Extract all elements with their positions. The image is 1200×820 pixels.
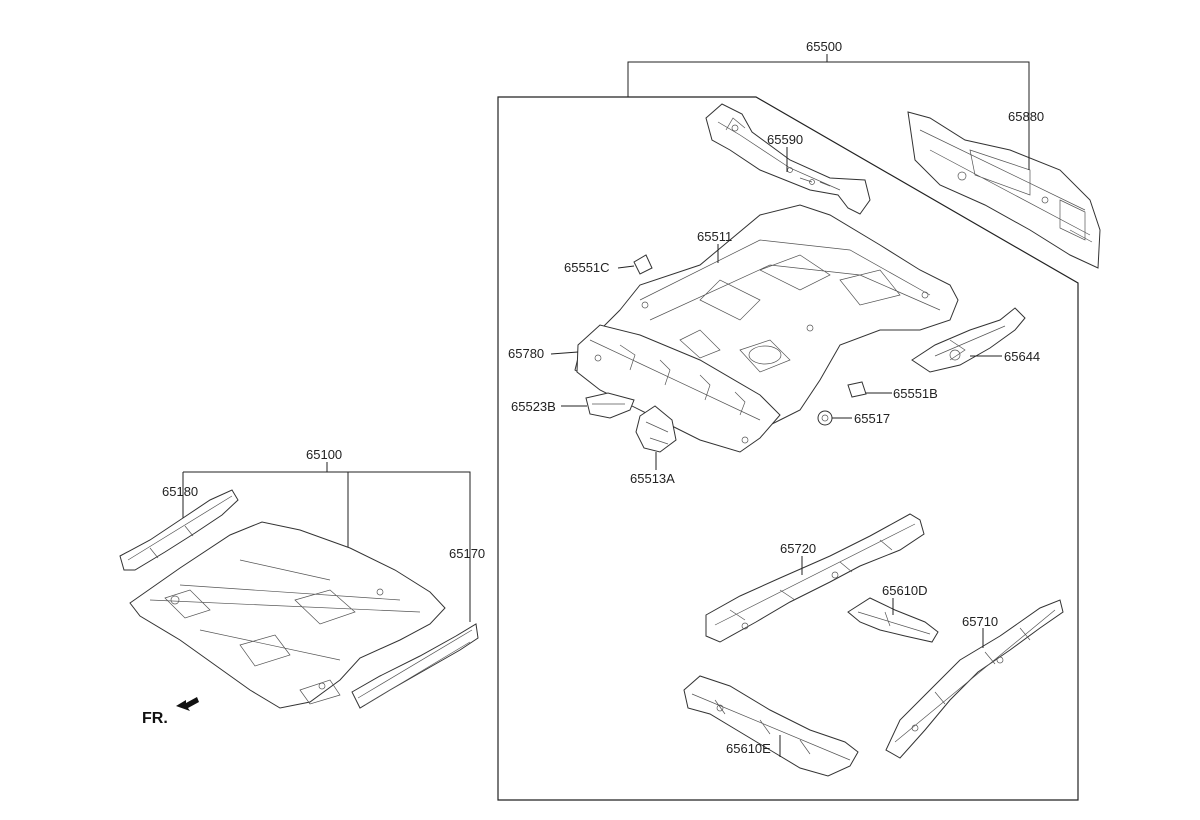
label-65551B: 65551B bbox=[893, 386, 938, 401]
label-65551C: 65551C bbox=[564, 260, 610, 275]
label-65610D: 65610D bbox=[882, 583, 928, 598]
label-65180: 65180 bbox=[162, 484, 198, 499]
part-65551B[interactable] bbox=[847, 381, 867, 398]
label-65513A: 65513A bbox=[630, 471, 675, 486]
part-65610D[interactable] bbox=[847, 597, 939, 643]
part-65180[interactable] bbox=[119, 489, 239, 571]
part-65780[interactable] bbox=[576, 324, 781, 453]
part-65551C[interactable] bbox=[633, 254, 653, 275]
direction-label: FR. bbox=[142, 710, 168, 727]
label-65511: 65511 bbox=[697, 229, 732, 244]
part-65720[interactable] bbox=[705, 513, 925, 643]
part-65100-floor[interactable] bbox=[129, 521, 446, 709]
label-65590: 65590 bbox=[767, 132, 803, 147]
label-65523B: 65523B bbox=[511, 399, 556, 414]
label-65880: 65880 bbox=[1008, 109, 1044, 124]
label-65710: 65710 bbox=[962, 614, 998, 629]
label-65720: 65720 bbox=[780, 541, 816, 556]
label-65170: 65170 bbox=[449, 546, 485, 561]
part-65517[interactable] bbox=[817, 410, 833, 426]
part-65513A[interactable] bbox=[635, 405, 677, 453]
part-65880[interactable] bbox=[907, 111, 1101, 269]
part-65644[interactable] bbox=[911, 307, 1026, 373]
label-65644: 65644 bbox=[1004, 349, 1040, 364]
label-65500: 65500 bbox=[806, 39, 842, 54]
label-65780: 65780 bbox=[508, 346, 544, 361]
group-65500-frame bbox=[497, 54, 1079, 801]
label-65517: 65517 bbox=[854, 411, 890, 426]
label-65100: 65100 bbox=[306, 447, 342, 462]
part-65590[interactable] bbox=[705, 103, 871, 215]
part-65170[interactable] bbox=[351, 623, 479, 709]
part-65523B[interactable] bbox=[585, 392, 635, 419]
part-65710[interactable] bbox=[885, 599, 1064, 759]
front-direction-arrow-icon bbox=[176, 697, 199, 711]
part-65610E[interactable] bbox=[683, 675, 859, 777]
label-65610E: 65610E bbox=[726, 741, 771, 756]
